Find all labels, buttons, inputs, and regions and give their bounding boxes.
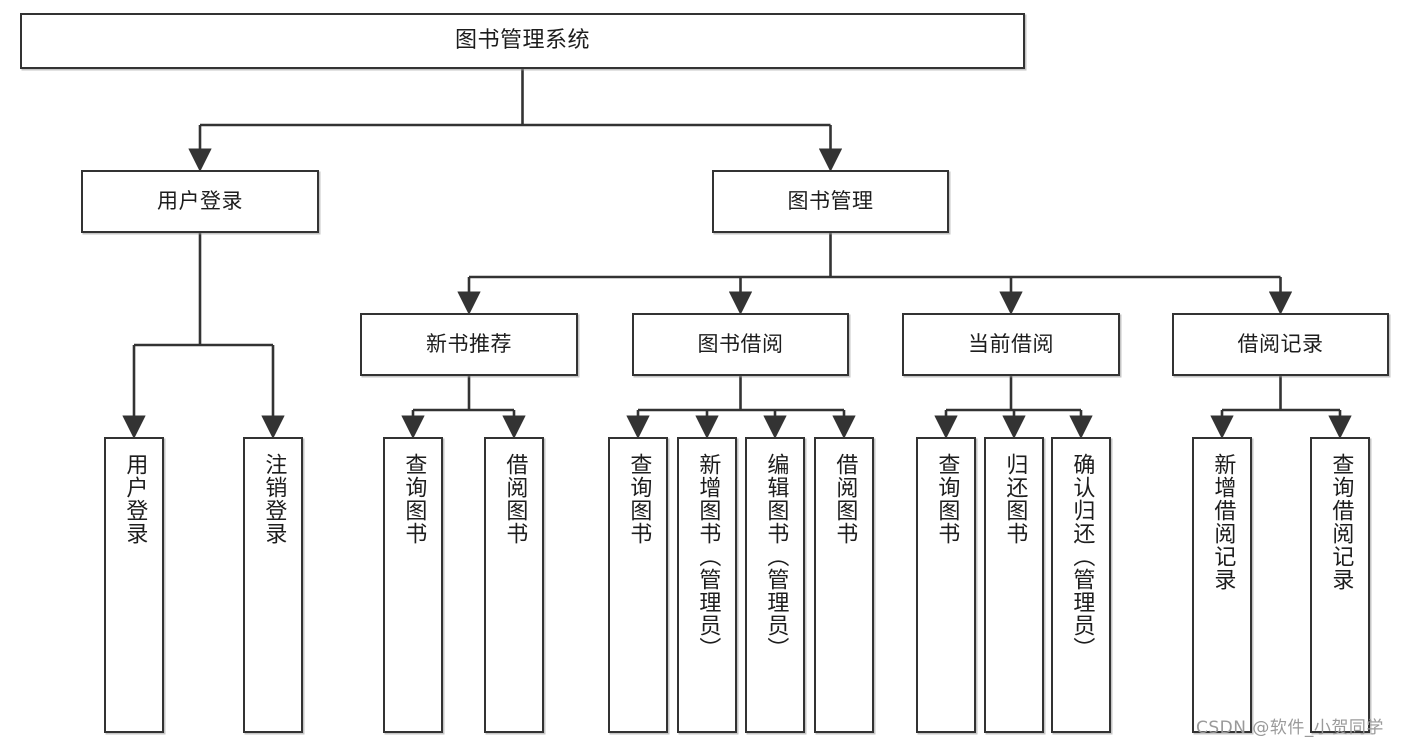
node-leaf-confirm-return-label: 确认归还（管理员） <box>1069 453 1095 660</box>
node-leaf-user-logout-label: 注销登录 <box>261 453 287 545</box>
node-leaf-query-book-2-label: 查询图书 <box>626 453 652 545</box>
watermark: CSDN @软件_小贺同学 <box>1196 718 1384 738</box>
node-book-manage-label: 图书管理 <box>787 189 874 214</box>
node-new-book-recommend-label: 新书推荐 <box>426 332 512 357</box>
node-user-login-label: 用户登录 <box>157 189 243 214</box>
node-leaf-borrow-book-1-label: 借阅图书 <box>502 453 528 545</box>
node-leaf-add-record[interactable]: 新增借阅记录 <box>1192 437 1252 733</box>
node-leaf-query-book-2[interactable]: 查询图书 <box>608 437 668 733</box>
node-current-borrow-label: 当前借阅 <box>968 332 1054 357</box>
node-leaf-borrow-book-2[interactable]: 借阅图书 <box>814 437 874 733</box>
node-new-book-recommend[interactable]: 新书推荐 <box>360 313 578 376</box>
node-current-borrow[interactable]: 当前借阅 <box>902 313 1120 376</box>
node-root[interactable]: 图书管理系统 <box>20 13 1025 69</box>
node-leaf-add-book[interactable]: 新增图书（管理员） <box>677 437 737 733</box>
node-leaf-borrow-book-1[interactable]: 借阅图书 <box>484 437 544 733</box>
node-root-label: 图书管理系统 <box>454 28 590 54</box>
node-leaf-edit-book-label: 编辑图书（管理员） <box>763 453 789 660</box>
node-leaf-user-login-label: 用户登录 <box>122 453 148 545</box>
node-leaf-add-book-label: 新增图书（管理员） <box>695 453 721 660</box>
node-leaf-return-book[interactable]: 归还图书 <box>984 437 1044 733</box>
node-book-borrow[interactable]: 图书借阅 <box>632 313 849 376</box>
node-leaf-borrow-book-2-label: 借阅图书 <box>832 453 858 545</box>
node-leaf-edit-book[interactable]: 编辑图书（管理员） <box>745 437 805 733</box>
node-leaf-query-book-1[interactable]: 查询图书 <box>383 437 443 733</box>
node-book-manage[interactable]: 图书管理 <box>712 170 949 233</box>
node-leaf-query-book-3[interactable]: 查询图书 <box>916 437 976 733</box>
node-leaf-user-login[interactable]: 用户登录 <box>104 437 164 733</box>
node-leaf-return-book-label: 归还图书 <box>1002 453 1028 545</box>
node-leaf-query-book-3-label: 查询图书 <box>934 453 960 545</box>
node-borrow-record-label: 借阅记录 <box>1237 332 1324 357</box>
node-leaf-user-logout[interactable]: 注销登录 <box>243 437 303 733</box>
node-leaf-query-record[interactable]: 查询借阅记录 <box>1310 437 1370 733</box>
node-leaf-query-record-label: 查询借阅记录 <box>1328 453 1354 591</box>
node-user-login[interactable]: 用户登录 <box>81 170 319 233</box>
node-leaf-confirm-return[interactable]: 确认归还（管理员） <box>1051 437 1111 733</box>
node-leaf-add-record-label: 新增借阅记录 <box>1210 453 1236 591</box>
node-borrow-record[interactable]: 借阅记录 <box>1172 313 1389 376</box>
node-leaf-query-book-1-label: 查询图书 <box>401 453 427 545</box>
node-book-borrow-label: 图书借阅 <box>697 332 784 357</box>
